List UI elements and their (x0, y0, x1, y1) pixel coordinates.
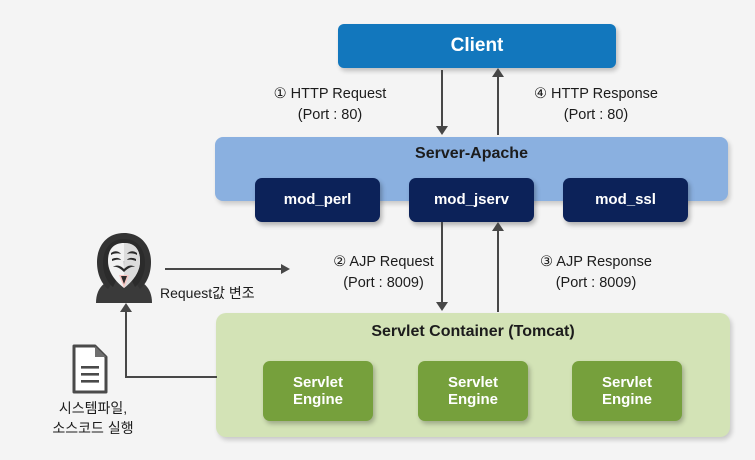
node-server-apache-label: Server-Apache (415, 145, 528, 162)
connector-http-response-line (497, 77, 499, 135)
node-mod-ssl[interactable]: mod_ssl (563, 178, 688, 222)
label-request-tampering: Request값 변조 (160, 285, 255, 301)
connector-exec-vertical (125, 312, 127, 378)
connector-ajp-request-arrowhead (436, 302, 448, 311)
label-system-file-exec: 시스템파일, 소스코드 실행 (52, 400, 134, 437)
node-servlet-engine-1-line1: Servlet (292, 373, 344, 391)
node-client-label: Client (450, 35, 504, 57)
label-ajp-response: ③ AJP Response (Port : 8009) (540, 254, 652, 292)
node-mod-ssl-label: mod_ssl (595, 191, 656, 209)
node-servlet-engine-3[interactable]: Servlet Engine (572, 361, 682, 421)
label-http-request: ① HTTP Request (Port : 80) (273, 86, 387, 124)
connector-ajp-response-line (497, 230, 499, 312)
node-servlet-engine-3-line2: Engine (601, 391, 652, 408)
connector-http-request-arrowhead (436, 126, 448, 135)
node-servlet-engine-1-line2: Engine (292, 391, 343, 408)
node-client[interactable]: Client (338, 24, 616, 68)
connector-exec-arrowhead (120, 303, 132, 312)
connector-http-response-arrowhead (492, 68, 504, 77)
node-mod-perl[interactable]: mod_perl (255, 178, 380, 222)
node-mod-jserv-label: mod_jserv (433, 191, 510, 209)
node-servlet-engine-1[interactable]: Servlet Engine (263, 361, 373, 421)
label-ajp-request: ② AJP Request (Port : 8009) (333, 254, 434, 292)
node-mod-perl-label: mod_perl (283, 191, 352, 209)
connector-ajp-response-arrowhead (492, 222, 504, 231)
hacker-mask-icon (86, 231, 162, 303)
node-servlet-engine-2-line2: Engine (447, 391, 498, 408)
connector-tamper-line (165, 268, 283, 270)
connector-exec-horizontal (125, 376, 217, 378)
label-http-response: ④ HTTP Response (Port : 80) (534, 86, 658, 124)
node-servlet-engine-2-line1: Servlet (447, 373, 499, 391)
node-servlet-container-label: Servlet Container (Tomcat) (371, 323, 575, 340)
node-servlet-engine-3-line1: Servlet (601, 373, 653, 391)
connector-ajp-request-line (441, 222, 443, 304)
node-mod-jserv[interactable]: mod_jserv (409, 178, 534, 222)
connector-http-request-line (441, 70, 443, 128)
connector-tamper-arrowhead (281, 264, 290, 274)
node-servlet-engine-2[interactable]: Servlet Engine (418, 361, 528, 421)
document-icon (70, 344, 110, 394)
